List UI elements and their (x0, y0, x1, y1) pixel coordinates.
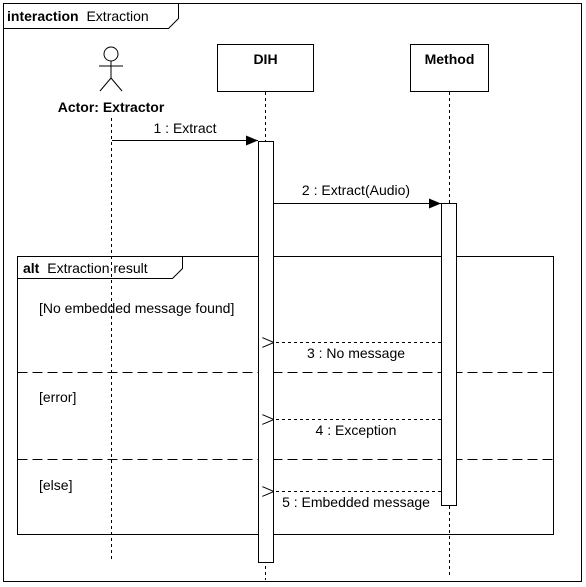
stick-figure-icon (99, 46, 123, 92)
message-label: 5 : Embedded message (282, 494, 430, 510)
message-5[interactable]: 5 : Embedded message (274, 492, 441, 511)
guard-error: [error] (39, 389, 76, 405)
message-3[interactable]: 3 : No message (274, 343, 441, 362)
message-label: 1 : Extract (153, 120, 216, 136)
lifeline-method[interactable]: Method (410, 44, 489, 92)
guard-else: [else] (39, 477, 72, 493)
lifeline-dih-label: DIH (253, 51, 277, 67)
message-label: 4 : Exception (316, 422, 397, 438)
alt-keyword: alt (23, 260, 40, 276)
frame-keyword: interaction (7, 8, 79, 24)
message-4[interactable]: 4 : Exception (274, 420, 441, 439)
lifeline-method-head (410, 44, 489, 92)
alt-fragment: alt Extraction result [No embedded messa… (17, 256, 554, 535)
message-label: 2 : Extract(Audio) (302, 182, 410, 198)
actor-label: Actor: Extractor (58, 99, 165, 115)
alt-fragment-title: alt Extraction result (23, 260, 148, 276)
lifeline-dih[interactable]: DIH (217, 44, 314, 92)
frame-title: interaction Extraction (7, 8, 149, 24)
activation-bar-dih (258, 141, 274, 563)
frame-name: Extraction (86, 8, 148, 24)
guard-no-message: [No embedded message found] (39, 300, 234, 316)
interaction-frame: interaction Extraction (3, 3, 582, 582)
message-2[interactable]: 2 : Extract(Audio) (274, 182, 441, 209)
actor-extractor[interactable]: Actor: Extractor (58, 46, 165, 115)
message-label: 3 : No message (307, 345, 405, 361)
alt-name: Extraction result (47, 260, 147, 276)
activation-bar-method (441, 203, 457, 506)
lifeline-method-label: Method (425, 51, 475, 67)
lifeline-dih-head (217, 44, 314, 92)
message-1[interactable]: 1 : Extract (112, 120, 258, 146)
